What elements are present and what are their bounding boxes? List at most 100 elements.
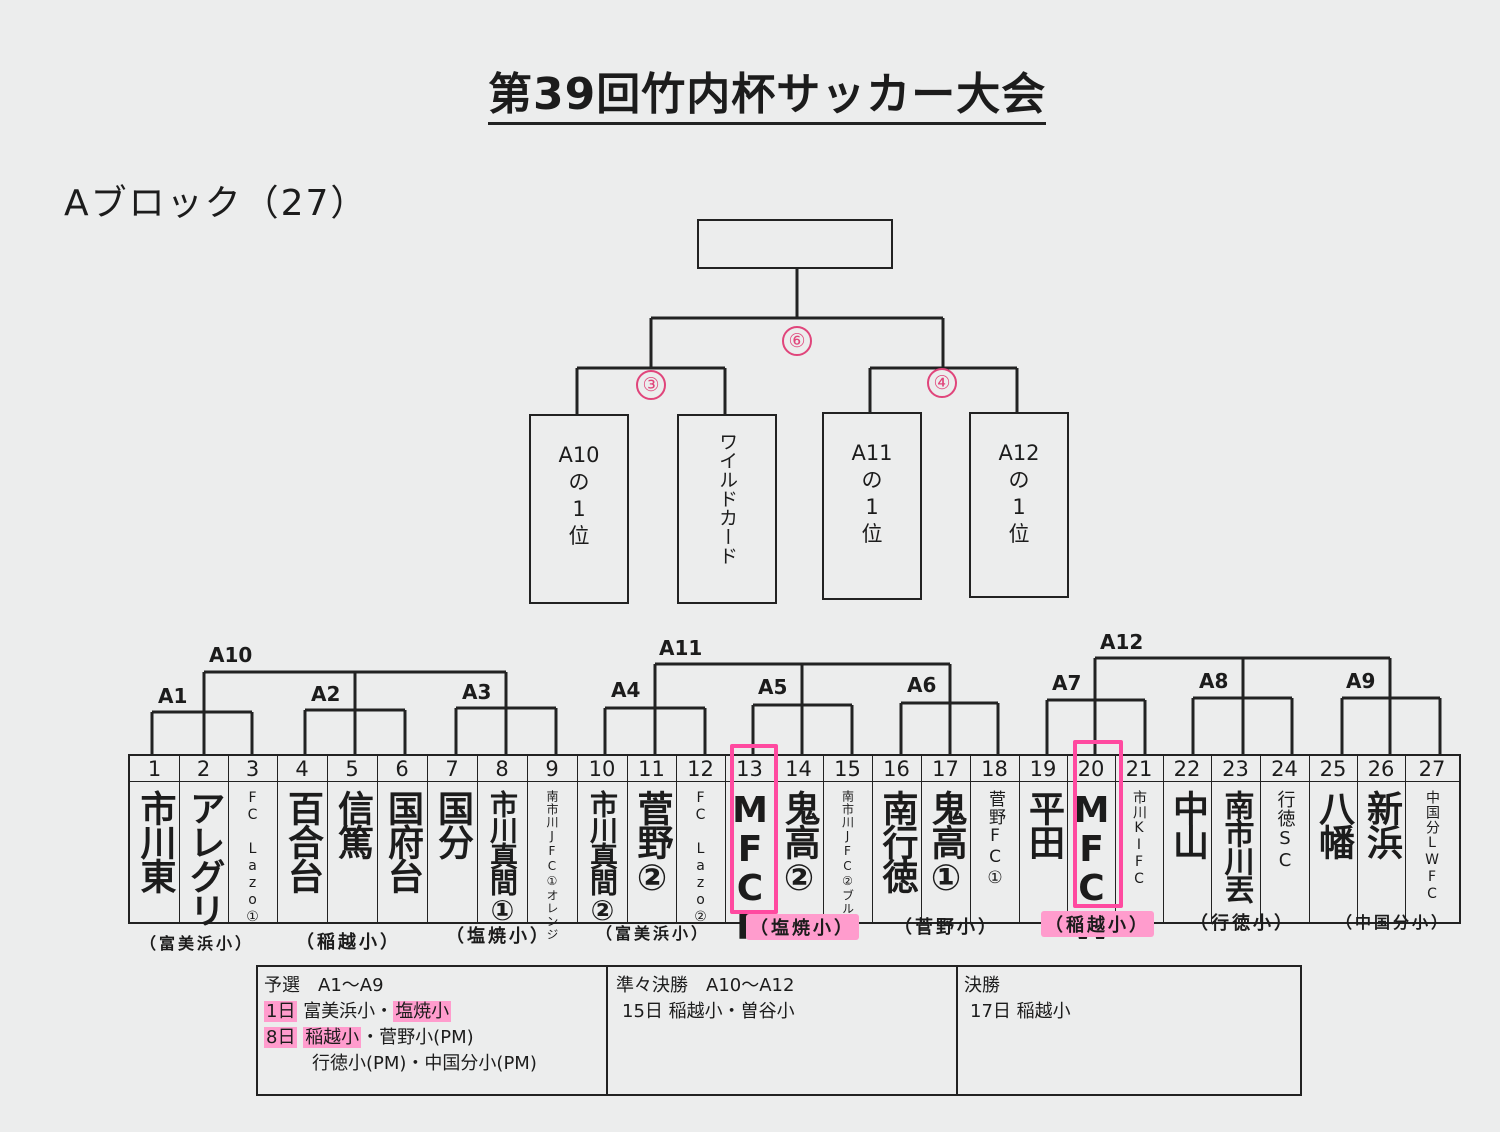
match-label-a5: A5 bbox=[758, 675, 788, 699]
venue-label: （塩焼小） bbox=[446, 926, 551, 947]
schedule-venue: 稲越小 bbox=[303, 1027, 362, 1048]
schedule-final-heading: 決勝 bbox=[964, 975, 1000, 996]
block-label: Aブロック（27） bbox=[64, 183, 369, 224]
team-number: 22 bbox=[1163, 756, 1211, 782]
team-name: 市川KIFC bbox=[1131, 790, 1147, 888]
team-name: FC Lazo② bbox=[692, 790, 709, 926]
team-number: 11 bbox=[627, 756, 676, 782]
team-number: 6 bbox=[377, 756, 427, 782]
team-name: 八幡 bbox=[1313, 790, 1354, 858]
schedule-date: 8日 bbox=[264, 1027, 298, 1048]
venue-label: （稲越小） bbox=[296, 932, 401, 953]
schedule-final: 決勝 17日 稲越小 bbox=[958, 967, 1300, 1094]
schedule-quarter-heading: 準々決勝 A10～A12 bbox=[616, 975, 795, 996]
team-cell: 7 国分 bbox=[427, 756, 478, 922]
team-cell: 27 中国分LWFC bbox=[1405, 756, 1459, 922]
team-name: 南市川JFC②ブルー bbox=[840, 790, 855, 928]
team-number: 16 bbox=[872, 756, 921, 782]
team-number: 4 bbox=[277, 756, 327, 782]
highlight-frame-20 bbox=[1073, 740, 1123, 908]
match-label-a9: A9 bbox=[1346, 669, 1376, 693]
team-name: FC Lazo① bbox=[244, 790, 261, 926]
qbox-line: 1 bbox=[1012, 495, 1026, 519]
team-name: 南市川丟 bbox=[1218, 790, 1254, 902]
team-cell: 22 中山 bbox=[1163, 756, 1212, 922]
venue-label-highlight: （稲越小） bbox=[1041, 911, 1154, 937]
team-name: 菅野FC① bbox=[985, 790, 1005, 889]
qbox-line: の bbox=[568, 470, 590, 494]
team-name: 鬼高① bbox=[925, 790, 967, 897]
match-label-a7: A7 bbox=[1052, 671, 1082, 695]
team-name: 南市川JFC①オレンジ bbox=[545, 790, 559, 941]
team-cell: 1 市川東 bbox=[130, 756, 180, 922]
qualifier-box-a10: A10 の 1 位 bbox=[529, 414, 629, 604]
team-cell: 23 南市川丟 bbox=[1211, 756, 1261, 922]
team-number: 24 bbox=[1260, 756, 1309, 782]
qualifier-box-wildcard: ワイルドカード bbox=[677, 414, 777, 604]
schedule-prelim-row3: 行徳小(PM)・中国分小(PM) bbox=[312, 1053, 537, 1074]
match-number-semi-right: ④ bbox=[927, 368, 957, 398]
team-name: 行徳SC bbox=[1274, 790, 1296, 872]
team-name: 南行徳 bbox=[876, 790, 918, 892]
team-cell: 12 FC Lazo② bbox=[676, 756, 726, 926]
match-number-semi-left: ③ bbox=[636, 370, 666, 400]
team-cell: 24 行徳SC bbox=[1260, 756, 1310, 922]
team-number: 23 bbox=[1211, 756, 1260, 782]
schedule-quarter-line: 15日 稲越小・曽谷小 bbox=[622, 1001, 795, 1022]
team-number: 27 bbox=[1405, 756, 1459, 782]
team-name: 中山 bbox=[1167, 790, 1208, 858]
schedule-final-line: 17日 稲越小 bbox=[970, 1001, 1071, 1022]
team-number: 7 bbox=[427, 756, 477, 782]
team-name: 平田 bbox=[1023, 790, 1064, 858]
team-number: 9 bbox=[527, 756, 577, 782]
venue-label: （中国分小） bbox=[1336, 913, 1451, 932]
match-label-a12: A12 bbox=[1100, 630, 1144, 654]
team-number: 21 bbox=[1115, 756, 1163, 782]
qbox-line: 位 bbox=[861, 522, 883, 546]
team-number: 17 bbox=[921, 756, 970, 782]
team-name: 市川東 bbox=[134, 790, 176, 892]
match-number-final: ⑥ bbox=[782, 326, 812, 356]
venue-label: （菅野小） bbox=[894, 917, 999, 938]
team-number: 10 bbox=[577, 756, 627, 782]
team-name: 菅野② bbox=[631, 790, 673, 897]
team-number: 12 bbox=[676, 756, 725, 782]
team-cell: 9 南市川JFC①オレンジ bbox=[527, 756, 578, 941]
team-name: 鬼高② bbox=[778, 790, 820, 897]
team-cell: 19 平田 bbox=[1019, 756, 1068, 922]
qbox-line: 1 bbox=[572, 497, 586, 521]
team-number: 2 bbox=[179, 756, 228, 782]
match-label-a11: A11 bbox=[659, 636, 703, 660]
team-name: 市川真間② bbox=[586, 790, 619, 925]
team-cell: 11 菅野② bbox=[627, 756, 677, 922]
qbox-line: 位 bbox=[568, 524, 590, 548]
match-label-a1: A1 bbox=[158, 684, 188, 708]
highlight-frame-13 bbox=[730, 744, 778, 914]
match-label-a8: A8 bbox=[1199, 669, 1229, 693]
schedule-prelim: 予選 A1～A9 1日 富美浜小・塩焼小 8日 稲越小・菅野小(PM) 行徳小(… bbox=[258, 967, 608, 1094]
schedule-quarter: 準々決勝 A10～A12 15日 稲越小・曽谷小 bbox=[608, 967, 958, 1094]
team-name: アレグリ bbox=[183, 790, 225, 926]
qbox-line: A10 bbox=[558, 443, 600, 467]
match-label-a10: A10 bbox=[209, 643, 253, 667]
team-name: 国分 bbox=[432, 790, 473, 858]
match-label-a3: A3 bbox=[462, 680, 492, 704]
team-number: 1 bbox=[130, 756, 179, 782]
team-name: 中国分LWFC bbox=[1424, 790, 1440, 903]
schedule-prelim-row1: 1日 富美浜小・塩焼小 bbox=[264, 997, 600, 1023]
team-number: 19 bbox=[1019, 756, 1067, 782]
schedule-venue: ・菅野小(PM) bbox=[361, 1027, 474, 1048]
qbox-line: の bbox=[1008, 468, 1030, 492]
schedule-venue: 富美浜小・ bbox=[303, 1001, 394, 1022]
qualifier-box-a11: A11 の 1 位 bbox=[822, 412, 922, 600]
qbox-wildcard-text: ワイルドカード bbox=[716, 432, 738, 565]
